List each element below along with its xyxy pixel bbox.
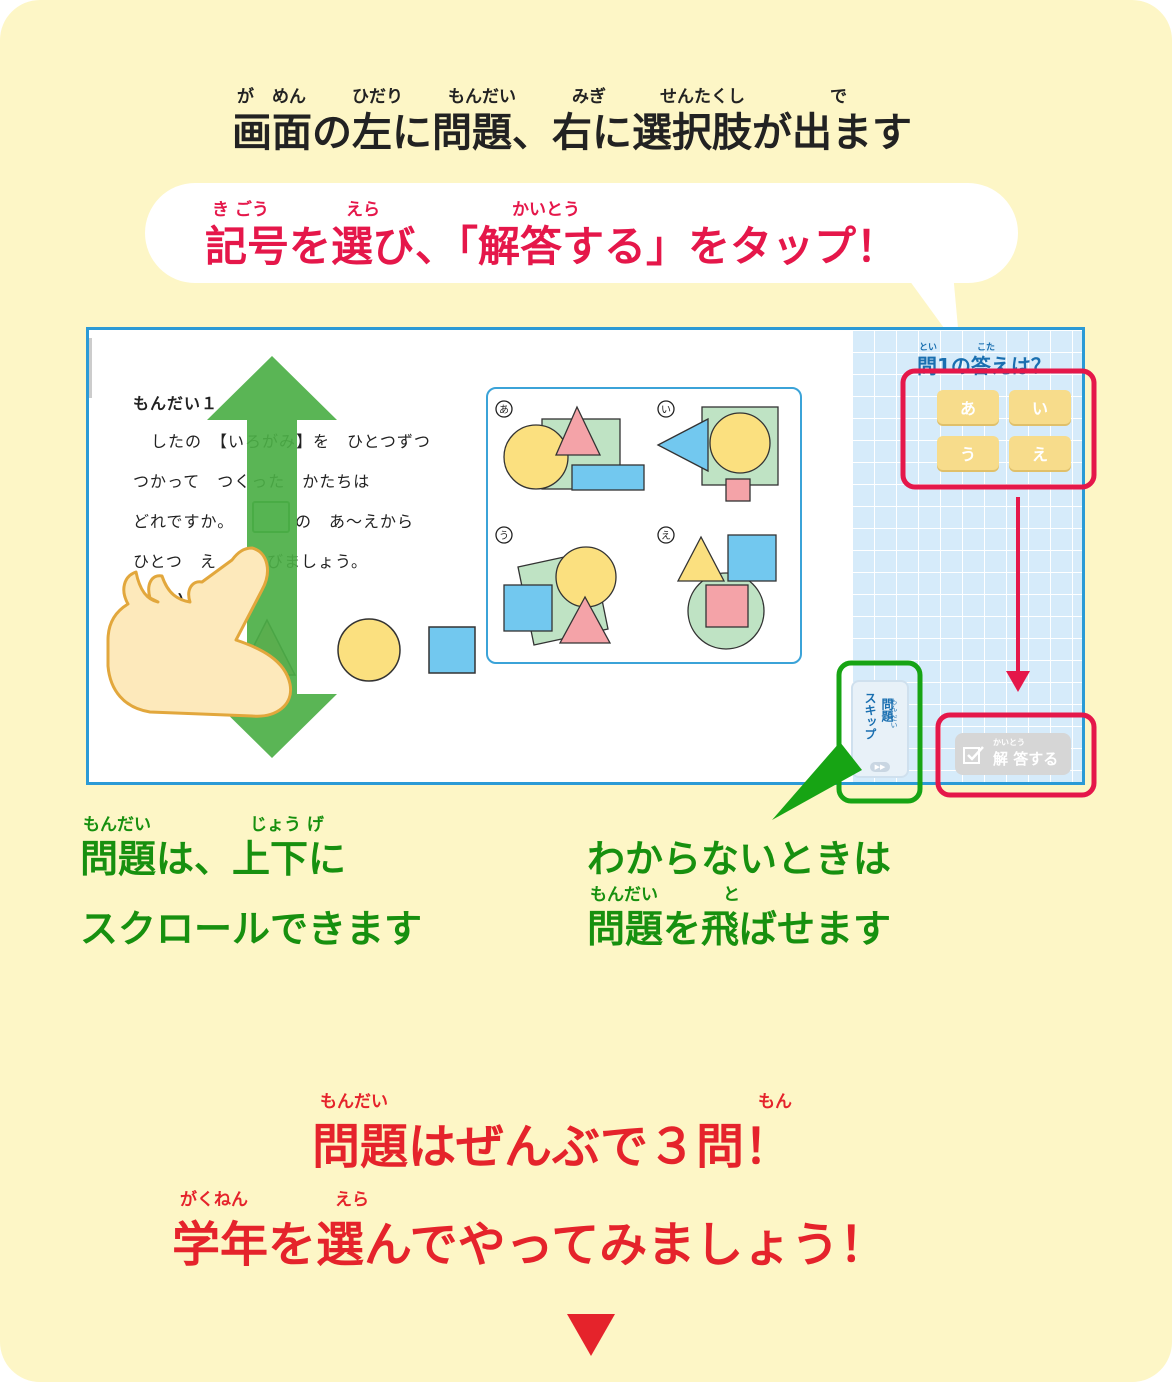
ruby-ga: が bbox=[237, 87, 254, 107]
ruby-migi: みぎ bbox=[572, 87, 606, 107]
hand-pointer-icon bbox=[106, 546, 293, 718]
scroll-note-line-2: スクロールできます bbox=[80, 907, 423, 951]
check-icon bbox=[963, 746, 984, 764]
ruby-to: と bbox=[723, 885, 740, 905]
skip-label-mondai: 問題 bbox=[880, 698, 894, 722]
ruby-mondai-left: もんだい bbox=[83, 815, 151, 835]
ruby-mon: もん bbox=[758, 1092, 792, 1112]
question-title: もんだい１ bbox=[133, 394, 219, 413]
svg-text:え: え bbox=[661, 530, 671, 542]
choice-figures: あ い う bbox=[495, 400, 779, 650]
skip-note-line-1: わからないときは bbox=[587, 837, 892, 881]
choices-figure-panel: あ い う bbox=[486, 387, 802, 664]
ruby-kota: こた bbox=[977, 343, 996, 353]
ruby-kaitou: かいとう bbox=[512, 200, 580, 220]
skip-highlight bbox=[836, 660, 923, 804]
answer-label: 解 答する bbox=[993, 750, 1059, 768]
figure-i: い bbox=[656, 400, 779, 502]
skip-label-skip: スキップ bbox=[863, 692, 877, 740]
piece-circle bbox=[337, 618, 401, 682]
ruby-gakunen: がくねん bbox=[180, 1190, 248, 1210]
bottom-line-1: 問題はぜんぶで３問！ bbox=[312, 1119, 793, 1175]
svg-text:う: う bbox=[499, 530, 509, 542]
skip-button[interactable]: もん だい 問題 スキップ ▶▶ bbox=[851, 680, 909, 778]
choice-button-u[interactable]: う bbox=[937, 436, 999, 470]
page-title: 画面の左に問題、右に選択肢が出ます bbox=[232, 110, 912, 156]
ruby-era: えら bbox=[346, 200, 380, 220]
ruby-kigou: き ごう bbox=[212, 200, 269, 220]
skip-note-line-2: 問題を飛ばせます bbox=[587, 907, 892, 951]
answer-button[interactable]: かいとう 解 答する bbox=[955, 733, 1071, 775]
choice-button-e[interactable]: え bbox=[1009, 436, 1071, 470]
skip-callout-pointer bbox=[772, 742, 862, 820]
svg-text:あ: あ bbox=[499, 404, 509, 416]
scroll-note-line-1: 問題は、上下に bbox=[80, 837, 347, 881]
ruby-hidari: ひだり bbox=[352, 87, 403, 107]
ruby-men: めん bbox=[272, 87, 306, 107]
answer-highlight bbox=[935, 712, 1097, 798]
scroll-marker bbox=[89, 338, 92, 398]
ruby-mondai: もんだい bbox=[448, 87, 516, 107]
question-line-4: ひとつ え bbox=[133, 552, 217, 571]
ruby-toi: とい bbox=[919, 343, 938, 353]
figure-a: あ bbox=[495, 400, 645, 491]
ruby-mondai-right: もんだい bbox=[590, 885, 658, 905]
skip-ruby: もん だい bbox=[890, 698, 898, 729]
question-line-3b: の あ～えから bbox=[295, 512, 415, 531]
ruby-era-bottom: えら bbox=[335, 1190, 369, 1210]
down-arrow-icon bbox=[1006, 497, 1030, 692]
panel-title: 問1の答えは？ bbox=[917, 354, 1051, 378]
fast-forward-icon: ▶▶ bbox=[870, 762, 890, 772]
svg-text:い: い bbox=[661, 405, 671, 416]
bottom-line-2: 学年を選んでやってみましょう！ bbox=[172, 1217, 888, 1273]
choices-highlight bbox=[900, 368, 1097, 490]
ruby-sentakushi: せんたくし bbox=[660, 87, 745, 107]
down-triangle-icon bbox=[567, 1314, 615, 1356]
choice-button-a[interactable]: あ bbox=[937, 390, 999, 424]
speech-bubble bbox=[145, 183, 1018, 283]
scroll-arrow-icon bbox=[207, 356, 337, 758]
question-line-3: どれですか。 bbox=[133, 512, 235, 531]
figure-u: う bbox=[495, 526, 617, 646]
ruby-de: で bbox=[830, 87, 847, 107]
choice-button-i[interactable]: い bbox=[1009, 390, 1071, 424]
ruby-mondai-bottom: もんだい bbox=[320, 1092, 388, 1112]
answer-ruby: かいとう bbox=[993, 738, 1025, 747]
figure-e: え bbox=[657, 526, 777, 650]
bubble-instruction: 記号を選び、「解答する」をタップ！ bbox=[205, 222, 899, 271]
piece-square bbox=[428, 626, 476, 674]
ruby-jouge: じょう げ bbox=[250, 815, 324, 835]
